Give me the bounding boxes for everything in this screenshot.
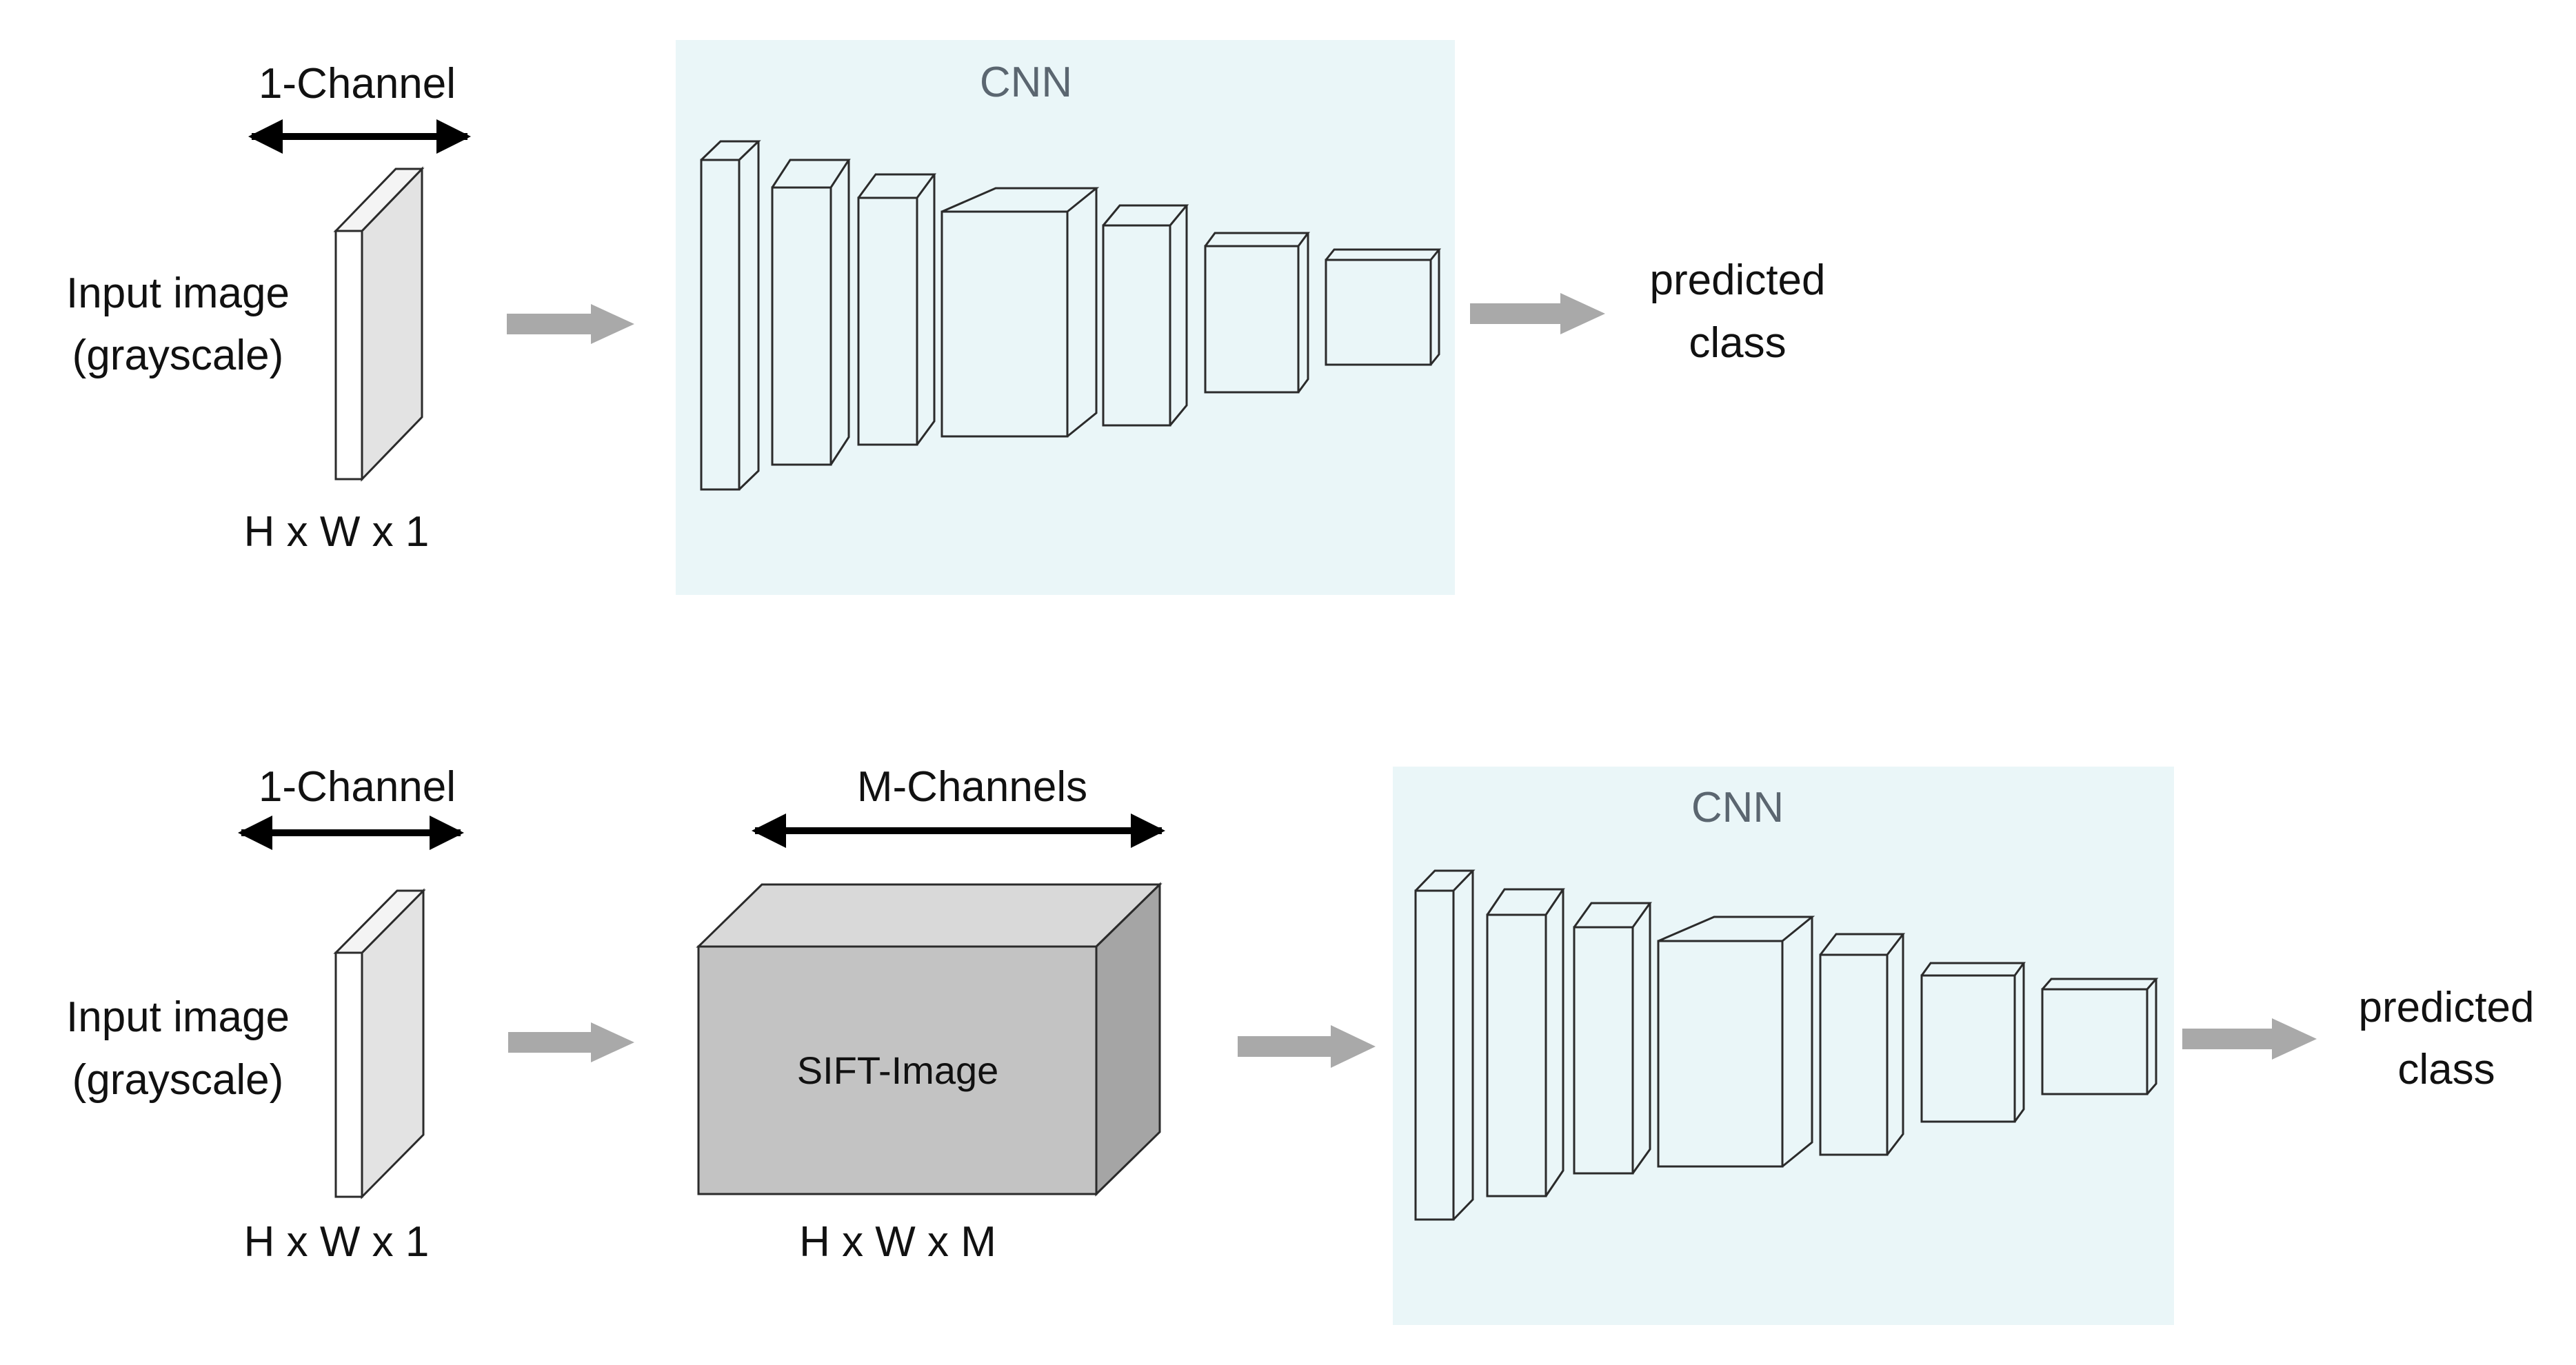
sift-block-front bbox=[697, 945, 1098, 1195]
bottom-output-label-line1: predicted bbox=[2358, 984, 2534, 1031]
top-channel-label: 1-Channel bbox=[259, 60, 456, 108]
bottom-output-label-line2: class bbox=[2397, 1046, 2495, 1093]
bottom-cnn-layer-3 bbox=[1573, 902, 1652, 1175]
sift-image-block: SIFT-Image bbox=[696, 882, 1163, 1197]
top-pipeline: 1-Channel Input image (grayscale) H x W … bbox=[66, 40, 1826, 595]
bottom-output-flow-arrow-icon bbox=[2182, 1018, 2317, 1060]
sift-to-cnn-flow-arrow-icon bbox=[1238, 1025, 1376, 1068]
sift-dims-label: H x W x M bbox=[799, 1218, 996, 1266]
top-cnn-layer-2 bbox=[771, 159, 851, 466]
bottom-cnn-layers bbox=[1414, 869, 2159, 1221]
top-slab-front bbox=[334, 230, 363, 481]
bottom-cnn-layer-6 bbox=[1920, 962, 2026, 1123]
bottom-input-image-slab bbox=[333, 888, 426, 1200]
top-cnn-layers bbox=[700, 140, 1442, 491]
sift-block-top bbox=[696, 883, 1163, 948]
top-cnn-layer-1 bbox=[700, 140, 761, 491]
top-cnn-layer-3 bbox=[857, 173, 936, 446]
top-cnn-layer-6 bbox=[1204, 232, 1310, 394]
sift-image-label: SIFT-Image bbox=[797, 1049, 999, 1092]
bottom-input-label-line1: Input image bbox=[66, 993, 290, 1041]
bottom-input-flow-arrow-icon bbox=[508, 1022, 634, 1062]
bottom-dims-label: H x W x 1 bbox=[244, 1218, 430, 1266]
bottom-cnn-title: CNN bbox=[1691, 784, 1784, 831]
top-cnn-background bbox=[676, 40, 1455, 595]
bottom-cnn-layer-1 bbox=[1414, 869, 1476, 1221]
top-output-label-line1: predicted bbox=[1649, 256, 1825, 304]
top-input-label-line1: Input image bbox=[66, 270, 290, 317]
bottom-cnn-layer-7 bbox=[2041, 978, 2159, 1095]
bottom-input-label-line2: (grayscale) bbox=[72, 1056, 284, 1104]
top-cnn-layer-5 bbox=[1102, 204, 1189, 427]
bottom-slab-front bbox=[334, 951, 363, 1198]
top-cnn-layer-7 bbox=[1325, 248, 1442, 366]
m-channels-label: M-Channels bbox=[857, 763, 1087, 811]
top-input-flow-arrow-icon bbox=[507, 304, 634, 344]
bottom-channel-label: 1-Channel bbox=[259, 763, 456, 811]
top-output-flow-arrow-icon bbox=[1470, 293, 1605, 334]
top-input-image-slab bbox=[333, 166, 425, 482]
bottom-cnn-layer-2 bbox=[1486, 888, 1565, 1197]
top-output-label-line2: class bbox=[1689, 319, 1786, 367]
bottom-cnn-layer-4 bbox=[1657, 916, 1815, 1168]
top-cnn-layer-4 bbox=[940, 187, 1100, 438]
bottom-pipeline: 1-Channel Input image (grayscale) H x W … bbox=[66, 763, 2535, 1325]
bottom-cnn-panel: CNN bbox=[1393, 767, 2174, 1325]
top-cnn-panel: CNN bbox=[676, 40, 1455, 595]
top-dims-label: H x W x 1 bbox=[244, 508, 430, 556]
bottom-cnn-layer-5 bbox=[1819, 933, 1906, 1156]
top-cnn-title: CNN bbox=[980, 59, 1072, 106]
top-input-label-line2: (grayscale) bbox=[72, 332, 284, 379]
